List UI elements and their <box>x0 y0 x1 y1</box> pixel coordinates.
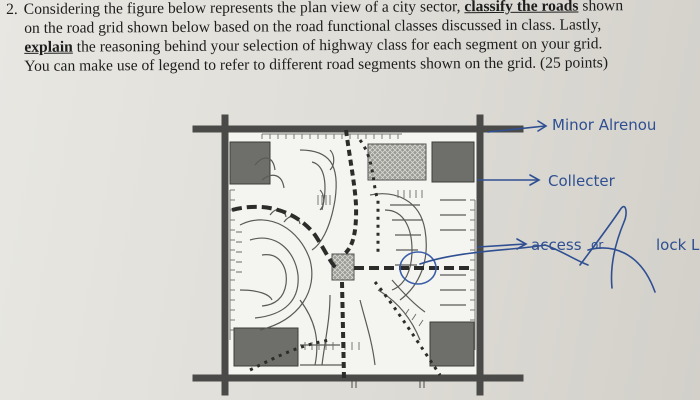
annotation-arrows <box>419 120 589 266</box>
hatched-block <box>367 143 427 181</box>
circle-connector-tail <box>544 244 589 266</box>
arrow-access <box>477 243 526 248</box>
commercial-blocks <box>229 141 475 367</box>
outer-arterials <box>192 114 524 396</box>
label-minor-arterial: Minor Alrenou <box>552 116 656 134</box>
circle-connector <box>419 244 546 265</box>
arrowhead-collector <box>529 174 541 186</box>
arrowhead-minor-arterial <box>537 120 548 132</box>
edge-lots <box>229 133 476 350</box>
cross-out-scribble <box>579 205 656 293</box>
arrow-minor-arterial <box>487 125 546 133</box>
house-rows <box>236 190 424 350</box>
center-roads <box>249 129 442 379</box>
label-collector: Collecter <box>548 172 616 190</box>
label-local: lock L <box>656 236 700 254</box>
circled-intersection <box>399 251 437 285</box>
label-or: or <box>591 238 603 252</box>
label-access: access <box>531 236 582 254</box>
bottom-ticks <box>351 380 425 388</box>
collector-roads <box>231 204 470 270</box>
